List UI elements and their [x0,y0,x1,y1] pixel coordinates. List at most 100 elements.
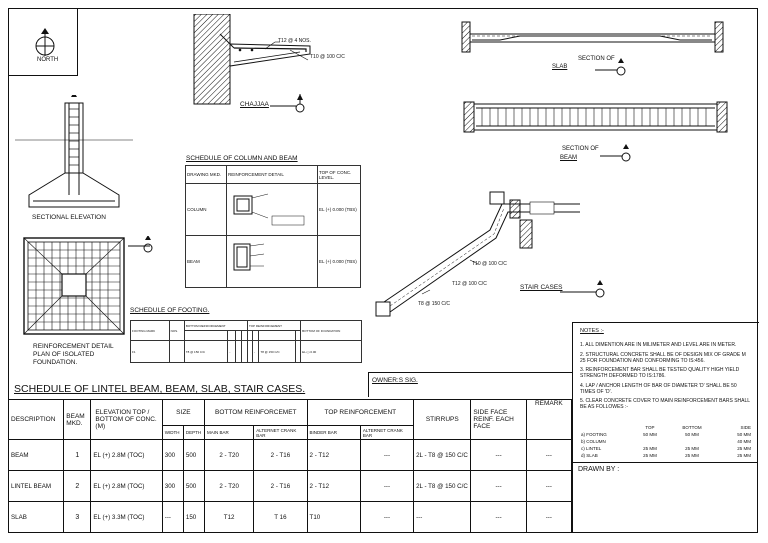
cover-value: 50 MM [685,432,699,437]
footing-cell-bottom: T8 @ 150 C/C [183,340,229,363]
foundation-title-line3: FOUNDATION. [33,359,78,366]
cover-header-bottom: BOTTOM [682,425,702,430]
cover-value: 25 MM [737,446,751,451]
cover-header-side: SIDE [740,425,751,430]
cell-alt1: 2 - T16 [253,439,308,471]
slab-title-line2: SLAB [552,64,568,70]
cell-alt2: --- [359,439,415,471]
stair-bar3-label: T8 @ 150 C/C [418,301,451,307]
cell-alt2: --- [359,501,415,533]
stair-bar1-label: T10 @ 100 C/C [472,261,507,267]
header-side-face: SIDE FACE REINF. EACH FACE [470,399,527,440]
col-row-level: EL (+) 0.000 (TBS) [317,183,361,236]
footing-header-nos: NOS. [168,320,185,341]
cover-value: 25 MM [685,453,699,458]
cell-remark: --- [525,439,573,471]
slab-section-detail [461,21,724,53]
header-width: WIDTH [161,425,184,440]
cell-stirrups: 2L - T8 @ 150 C/C [413,439,472,471]
footing-cell-mark: F1 [130,340,170,363]
cell-main: 2 - T20 [204,439,255,471]
cell-depth: 500 [182,470,206,502]
cover-label: a) FOOTING [581,432,607,437]
cover-value: 50 MM [737,432,751,437]
cell-depth: 500 [182,439,206,471]
cover-label: d) SLAB [581,453,598,458]
section-marker-icon [600,144,631,162]
col-row-mark: COLUMN [185,183,227,236]
beam-section-detail [463,101,728,133]
foundation-plan-detail [23,236,153,335]
cell-alt1: T 16 [253,501,308,533]
cell-elev: EL (+) 2.8M (TOC) [90,439,163,471]
header-beam-mkd: BEAM MKD. [63,399,92,440]
table-row: LINTEL BEAM 2 EL (+) 2.8M (TOC) 300 500 … [7,470,573,502]
stair-case-detail [375,191,580,317]
header-size: SIZE [161,399,206,426]
header-top-reinf: TOP REINFORCEMENT [306,399,415,426]
section-marker-icon [595,58,626,76]
header-stirrups: STIRRUPS [413,399,472,440]
beam-title-line1: SECTION OF [562,146,599,152]
header-depth: DEPTH [182,425,206,440]
cover-table: TOP BOTTOM SIDE a) FOOTING 50 MM 50 MM 50 M… [580,424,752,459]
cell-width: 300 [161,439,184,471]
beam-row-detail [226,235,318,288]
cell-binder: 2 - T12 [306,470,361,502]
chajja-detail [193,14,311,105]
footing-cell-top: - [251,340,260,363]
cell-side: --- [470,470,527,502]
column-schedule-title: SCHEDULE OF COLUMN AND BEAM [186,155,298,162]
north-label: NORTH [37,57,59,63]
footing-schedule-table: FOOTING MARK NOS. BOTTOM REINFORCEMENT T… [130,320,362,363]
cover-value [632,438,668,445]
cover-label: c) LINTEL [581,446,602,451]
cover-value: 25 MM [737,453,751,458]
note-item: 5. CLEAR CONCRETE COVER TO MAIN REINFORC… [580,398,750,410]
cover-value [668,438,716,445]
col-header-detail: REINFORCEMENT DETAIL [226,165,318,184]
note-item: 2. STRUCTURAL CONCRETE SHALL BE OF DESIG… [580,351,746,364]
north-block [8,8,78,76]
cell-mkd: 3 [63,501,92,533]
cover-value: 25 MM [643,446,657,451]
col-header-level: TOP OF CONC. LEVEL. [317,165,361,184]
footing-cell-foundation: EL (-) 0.00 [300,340,362,363]
beam-row-level: EL (+) 0.000 (TBS) [317,235,361,288]
slab-title-line1: SECTION OF [578,56,615,62]
cell-side: --- [470,501,527,533]
chajja-title: CHAJJAA [240,101,269,108]
cell-side: --- [470,439,527,471]
note-item: 3. REINFORCEMENT BAR SHALL BE TESTED QUA… [580,367,740,379]
cover-value: 50 MM [643,432,657,437]
chajja-bar2-label: T10 @ 100 C/C [310,54,345,60]
drawing-sheet [8,8,758,533]
footing-cell-top2: T8 @ 150 C/C [258,340,297,363]
elevation-title: SECTIONAL ELEVATION [32,214,106,221]
footing-header-foundation: BOTTOM OF FOUNDATION [300,320,362,341]
note-item: 1. ALL DIMENTION ARE IN MILIMETER AND LE… [580,342,737,348]
owner-label: OWNER:S SIG. [372,377,418,384]
cell-elev: EL (+) 2.8M (TOC) [90,470,163,502]
header-remark: REMARK [525,399,573,440]
beam-row-mark: BEAM [185,235,227,288]
cell-binder: 2 - T12 [306,439,361,471]
cell-desc: BEAM [7,439,65,471]
cell-main: T12 [204,501,255,533]
cell-desc: LINTEL BEAM [7,470,65,502]
header-alt-crank-2: ALTERNET CRANK BAR [359,425,415,440]
foundation-title-line1: REINFORCEMENT DETAIL [33,343,114,350]
cell-elev: EL (+) 3.3M (TOC) [90,501,163,533]
drawn-by-divider [572,462,758,463]
notes-list: 1. ALL DIMENTION ARE IN MILIMETER AND LE… [580,342,752,415]
stair-bar2-label: T12 @ 100 C/C [452,281,487,287]
header-main-bar: MAIN BAR [204,425,255,440]
chajja-bar1-label: T12 @ 4 NOS. [278,38,311,44]
foundation-title-line2: PLAN OF ISOLATED [33,351,95,358]
cover-header-top: TOP [645,425,655,430]
schedule-table: DESCRIPTION BEAM MKD. ELEVATION TOP / BO… [7,399,573,533]
footing-schedule-title: SCHEDULE OF FOOTING. [130,307,210,314]
cover-label: b) COLUMN [581,439,606,444]
header-binder: BINDER BAR [306,425,361,440]
cell-stirrups: --- [413,501,472,533]
